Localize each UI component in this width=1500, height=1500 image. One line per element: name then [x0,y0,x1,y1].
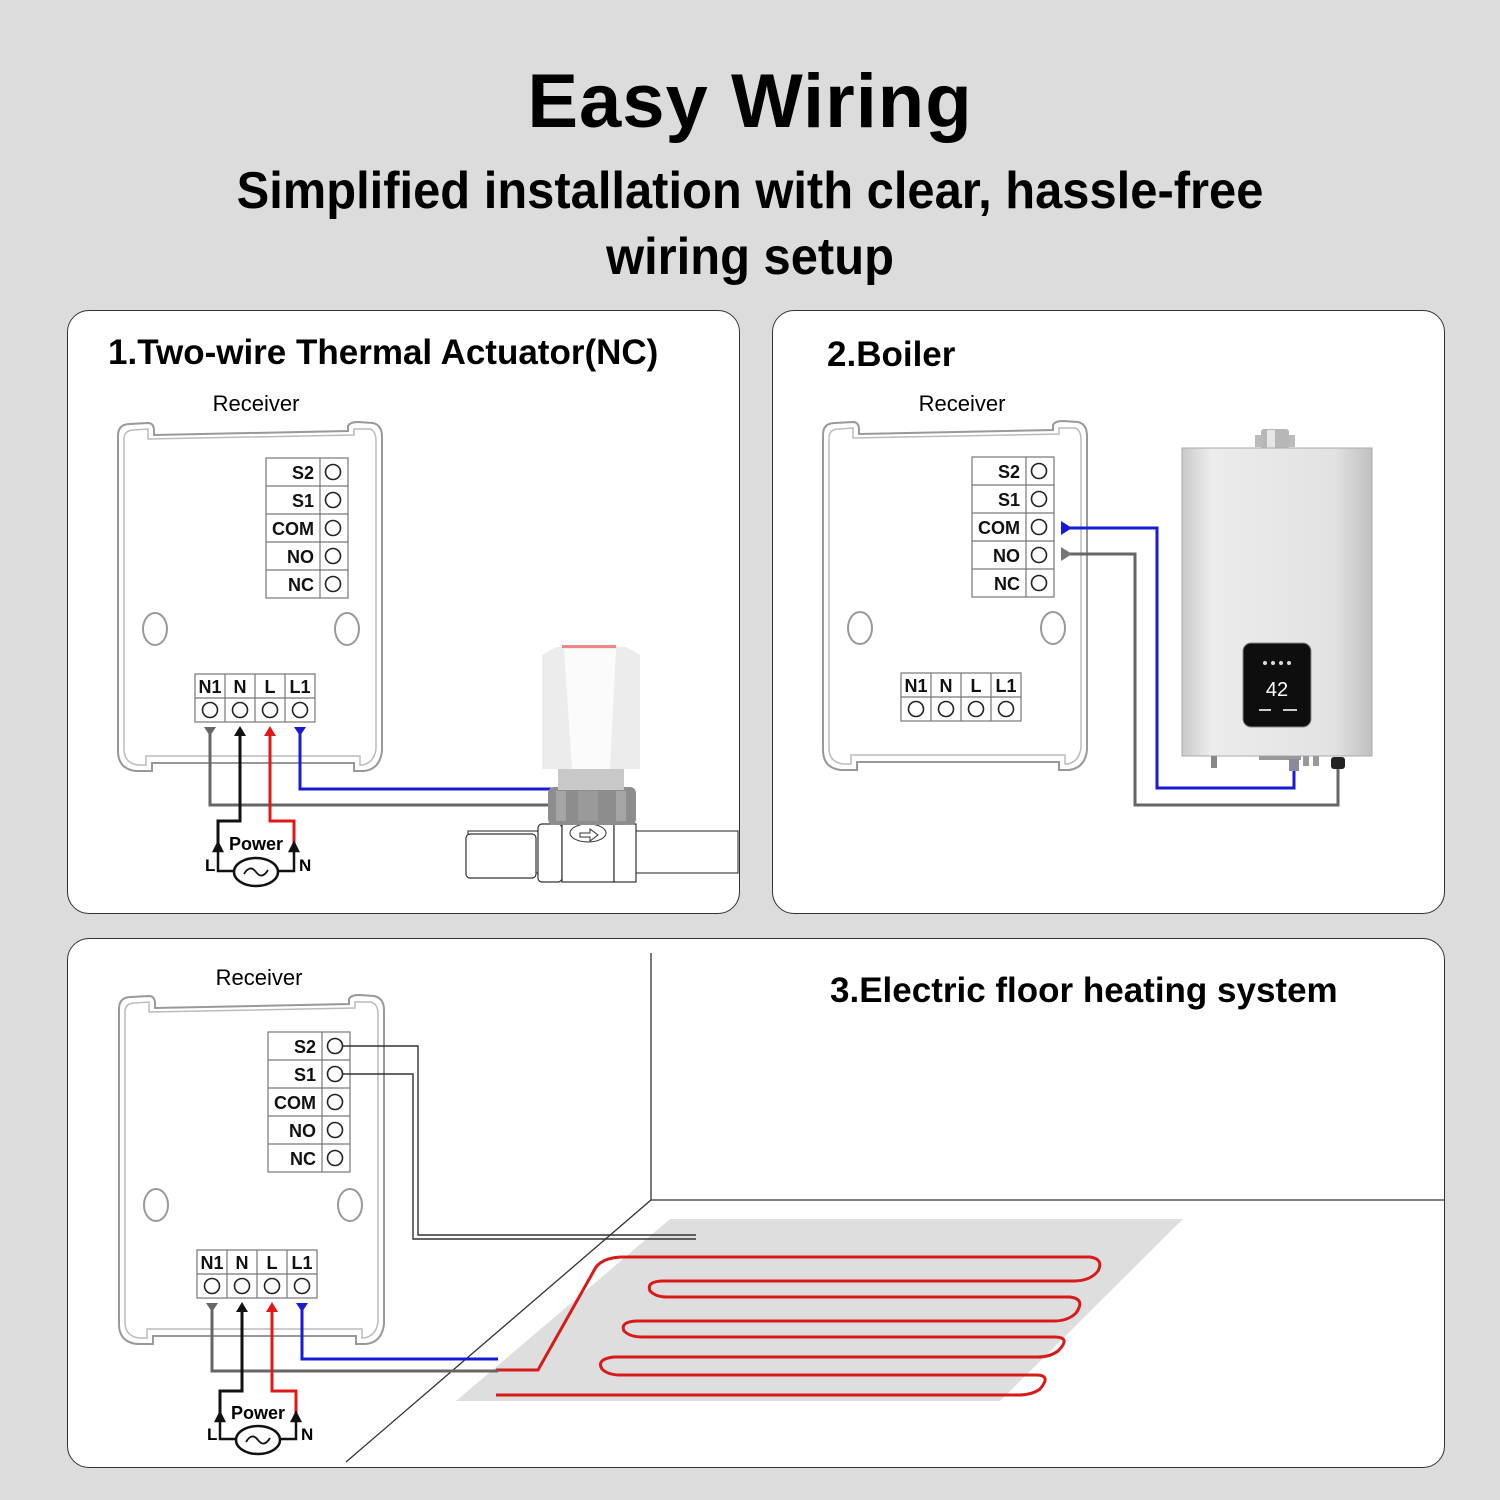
wire-blue [1069,526,1296,790]
panel-title: 3.Electric floor heating system [830,971,1338,1010]
terminal-s2: S2 [292,463,314,483]
power-source [213,1410,303,1456]
terminal-com: COM [978,518,1020,538]
panel-title: 2.Boiler [827,335,956,374]
receiver-body [118,993,385,1345]
wire-red [270,1307,298,1417]
power-label: Power [229,834,283,854]
terminal-s2: S2 [998,462,1020,482]
relay-terminal-block: S2 S1 COM NO NC [265,457,349,599]
power-terminal-block: N1 N L L1 [900,672,1022,722]
power-n-label: N [301,1425,313,1444]
power-terminal-block: N1 N L L1 [194,673,316,723]
boiler-icon: 42 [1181,429,1373,771]
terminal-no: NO [287,547,314,567]
wire-red [268,731,296,847]
receiver-label: Receiver [919,391,1006,416]
receiver-body [822,419,1088,771]
terminal-com: COM [274,1093,316,1113]
receiver-body [117,420,383,772]
relay-terminal-block: S2 S1 COM NO NC [971,456,1055,598]
terminal-l1: L1 [291,1253,312,1273]
terminal-s2: S2 [294,1037,316,1057]
thermal-actuator-icon [465,645,739,883]
terminal-nc: NC [288,575,314,595]
power-label: Power [231,1403,285,1423]
subtitle-line-1: Simplified installation with clear, hass… [236,162,1264,220]
room-outline [345,953,1444,1463]
terminal-s1: S1 [998,490,1020,510]
wire-blue [298,731,553,791]
page-subtitle: Simplified installation with clear, hass… [45,158,1455,290]
panel-floor-heating: 3.Electric floor heating system Receiver [67,938,1445,1468]
terminal-l: L [971,676,982,696]
terminal-n1: N1 [200,1253,223,1273]
power-l-label: L [207,1425,217,1444]
power-terminal-block: N1 N L L1 [196,1249,318,1299]
relay-terminal-block: S2 S1 COM NO NC [267,1031,351,1173]
terminal-nc: NC [290,1149,316,1169]
power-source [211,840,301,888]
power-l-label: L [205,856,215,875]
sensor-wire [342,1045,696,1240]
terminal-l1: L1 [289,677,310,697]
wire-gray [1069,552,1340,807]
wiring-diagram-boiler: Receiver S2 S1 COM NO NC [822,391,1373,807]
wire-black [218,1307,244,1417]
wire-black [216,731,242,847]
receiver-label: Receiver [216,965,303,990]
page-title: Easy Wiring [527,59,973,144]
terminal-n1: N1 [198,677,221,697]
wire-gray [208,731,553,807]
receiver-label: Receiver [213,391,300,416]
terminal-com: COM [272,519,314,539]
power-n-label: N [299,856,311,875]
terminal-no: NO [993,546,1020,566]
wiring-diagram-floor-heating: Receiver S2 S1 COM NO NC [118,953,1444,1463]
terminal-s1: S1 [294,1065,316,1085]
terminal-l: L [267,1253,278,1273]
subtitle-line-2: wiring setup [606,228,894,286]
terminal-nc: NC [994,574,1020,594]
heating-cable [496,1255,1102,1397]
wire-gray [210,1307,498,1373]
terminal-n: N [940,676,953,696]
terminal-l1: L1 [995,676,1016,696]
wire-blue [300,1307,498,1361]
terminal-s1: S1 [292,491,314,511]
wiring-diagram-actuator: Receiver S2 S1 COM NO NC [117,391,739,888]
panel-thermal-actuator: 1.Two-wire Thermal Actuator(NC) Receiver… [67,310,740,914]
panel-title: 1.Two-wire Thermal Actuator(NC) [108,333,659,372]
terminal-n: N [236,1253,249,1273]
terminal-l: L [265,677,276,697]
terminal-n: N [234,677,247,697]
panel-boiler: 2.Boiler Receiver S2 S1 COM NO NC [772,310,1445,914]
boiler-display-temp: 42 [1266,679,1288,701]
terminal-no: NO [289,1121,316,1141]
receiver-unit: Receiver [213,391,300,416]
terminal-n1: N1 [904,676,927,696]
